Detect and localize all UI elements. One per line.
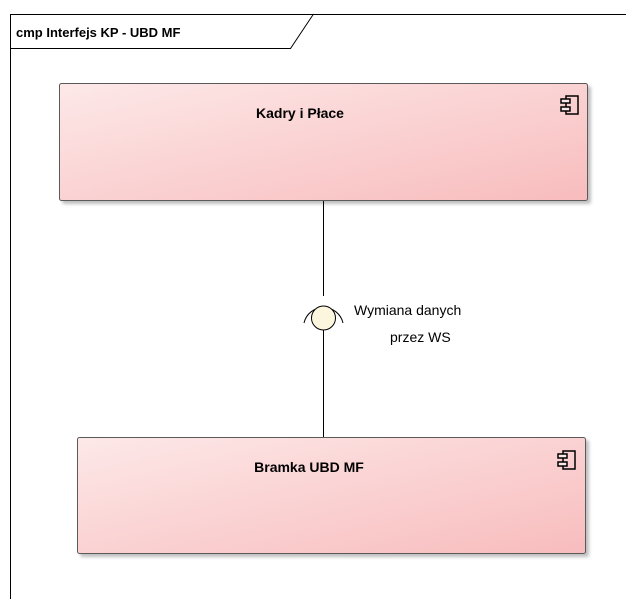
component-name: Kadry i Płace bbox=[256, 105, 344, 121]
frame-title-tab bbox=[10, 13, 314, 49]
interface-ball-socket[interactable] bbox=[303, 305, 344, 331]
interface-label-line1: Wymiana danych bbox=[354, 302, 461, 318]
component-box bbox=[59, 83, 588, 201]
component-bramka-ubd-mf[interactable]: Bramka UBD MF bbox=[77, 437, 586, 554]
diagram-frame: cmp Interfejs KP - UBD MF bbox=[10, 13, 626, 599]
interface-label-line2: przez WS bbox=[390, 329, 451, 345]
interface-ball bbox=[311, 305, 336, 331]
component-icon bbox=[557, 450, 576, 470]
frame-title: cmp Interfejs KP - UBD MF bbox=[16, 25, 181, 40]
component-name: Bramka UBD MF bbox=[254, 459, 364, 475]
component-box bbox=[77, 437, 586, 554]
component-kadry-i-place[interactable]: Kadry i Płace bbox=[59, 83, 588, 201]
component-icon bbox=[560, 95, 579, 115]
